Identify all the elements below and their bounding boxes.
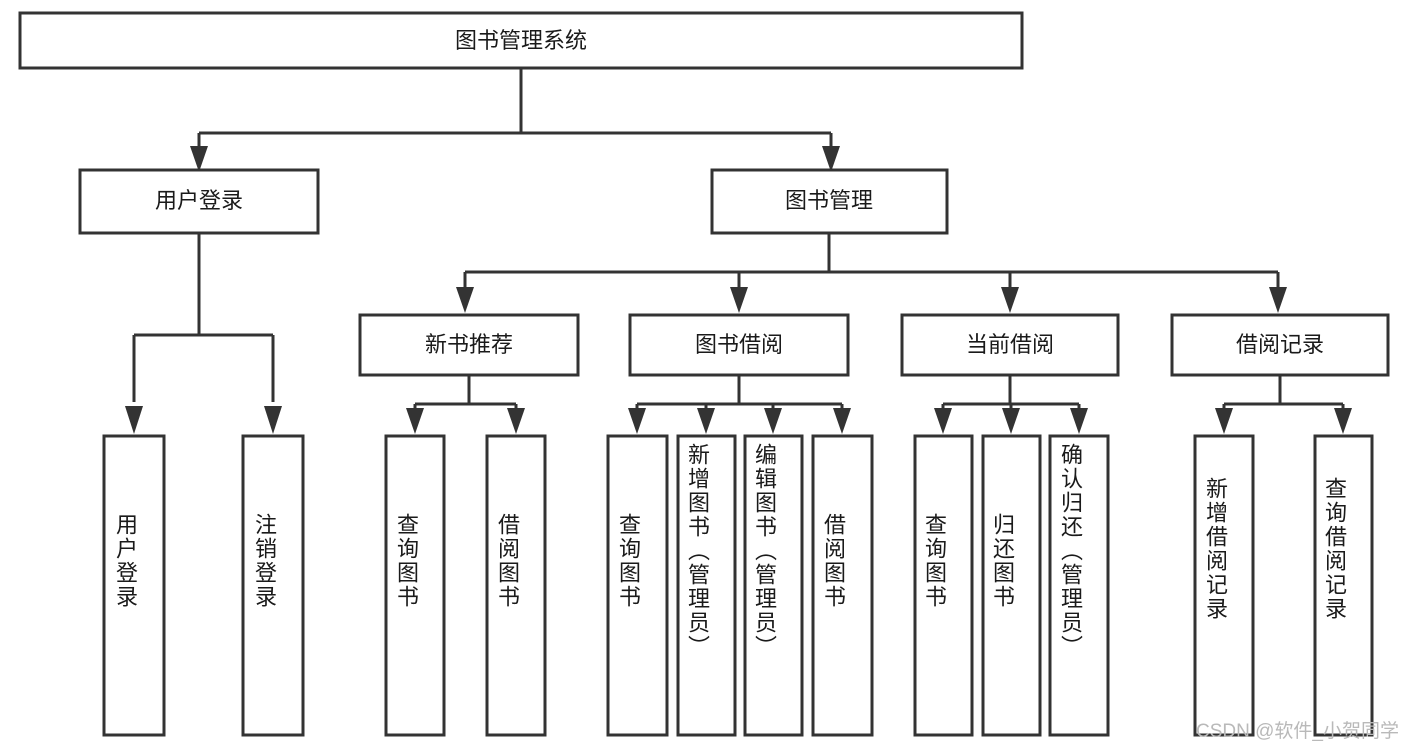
- node-user-login-label: 用户登录: [155, 188, 243, 213]
- node-leaf-borrow-book-rec[interactable]: 借阅图书: [485, 434, 547, 737]
- node-leaf-user-login[interactable]: 用户登录: [102, 434, 166, 737]
- arrow-to-current-borrow: [1001, 287, 1019, 313]
- arrow-to-leaf-edit-book-admin: [764, 408, 782, 434]
- node-new-book-rec-label: 新书推荐: [425, 332, 513, 357]
- connector-layer: [125, 68, 1352, 434]
- node-leaf-add-book-admin-label: 新增图书（管理员）: [685, 443, 710, 659]
- edge-borrowrecord-bus: [1222, 375, 1345, 412]
- node-leaf-user-logout[interactable]: 注销登录: [241, 434, 305, 737]
- arrow-to-leaf-return-book: [1002, 408, 1020, 434]
- node-leaf-query-book-borrow-label: 查询图书: [616, 513, 641, 609]
- node-leaf-add-borrow-record[interactable]: 新增借阅记录: [1193, 434, 1255, 737]
- node-leaf-query-book-rec[interactable]: 查询图书: [384, 434, 446, 737]
- node-leaf-user-logout-label: 注销登录: [252, 513, 277, 609]
- node-borrow-record-box[interactable]: [1170, 313, 1390, 377]
- node-leaf-user-logout-box[interactable]: [241, 434, 305, 737]
- node-new-book-rec-box[interactable]: [358, 313, 580, 377]
- arrow-root-to-user-login: [190, 146, 208, 172]
- node-leaf-query-book-current[interactable]: 查询图书: [913, 434, 974, 737]
- node-leaf-query-borrow-record-label: 查询借阅记录: [1322, 477, 1347, 621]
- arrow-to-leaf-confirm-return-admin: [1070, 408, 1088, 434]
- node-book-manage-box[interactable]: [710, 168, 949, 235]
- node-leaf-query-borrow-record-box[interactable]: [1313, 434, 1374, 737]
- node-leaf-query-book-rec-label: 查询图书: [394, 513, 419, 609]
- node-leaf-borrow-book-rec-label: 借阅图书: [495, 513, 520, 609]
- arrow-to-leaf-user-login: [125, 406, 143, 434]
- node-borrow-record-label: 借阅记录: [1236, 332, 1324, 357]
- edge-root-bus: [197, 68, 833, 160]
- edge-userlogin-bus: [132, 233, 275, 402]
- node-user-login[interactable]: 用户登录: [78, 168, 320, 235]
- arrow-to-leaf-query-book-current: [934, 408, 952, 434]
- node-leaf-add-book-admin-box[interactable]: [676, 434, 737, 737]
- node-leaf-query-borrow-record[interactable]: 查询借阅记录: [1313, 434, 1374, 737]
- node-leaf-user-login-label: 用户登录: [113, 513, 138, 609]
- node-book-borrow[interactable]: 图书借阅: [628, 313, 850, 377]
- node-current-borrow-box[interactable]: [900, 313, 1120, 377]
- node-leaf-add-borrow-record-label: 新增借阅记录: [1203, 477, 1228, 621]
- arrow-to-book-borrow: [730, 287, 748, 313]
- arrow-to-leaf-add-borrow-record: [1215, 408, 1233, 434]
- node-leaf-query-book-current-label: 查询图书: [922, 513, 947, 609]
- edge-currentborrow-bus: [941, 375, 1081, 412]
- node-leaf-edit-book-admin-box[interactable]: [743, 434, 804, 737]
- node-current-borrow[interactable]: 当前借阅: [900, 313, 1120, 377]
- node-leaf-confirm-return-admin-label: 确认归还（管理员）: [1058, 443, 1083, 659]
- arrow-to-leaf-borrow-book: [833, 408, 851, 434]
- node-borrow-record[interactable]: 借阅记录: [1170, 313, 1390, 377]
- node-leaf-query-book-borrow-box[interactable]: [606, 434, 669, 737]
- arrow-to-leaf-borrow-book-rec: [507, 408, 525, 434]
- node-leaf-confirm-return-admin-box[interactable]: [1048, 434, 1110, 737]
- node-leaf-return-book-box[interactable]: [981, 434, 1042, 737]
- csdn-watermark: CSDN @软件_小贺同学: [1196, 721, 1399, 742]
- node-leaf-borrow-book[interactable]: 借阅图书: [811, 434, 874, 737]
- node-leaf-borrow-book-rec-box[interactable]: [485, 434, 547, 737]
- node-book-manage-label: 图书管理: [785, 188, 873, 213]
- arrow-to-leaf-user-logout: [264, 406, 282, 434]
- node-book-manage[interactable]: 图书管理: [710, 168, 949, 235]
- node-root-box[interactable]: [18, 11, 1024, 70]
- node-book-borrow-box[interactable]: [628, 313, 850, 377]
- node-leaf-edit-book-admin[interactable]: 编辑图书（管理员）: [743, 434, 804, 737]
- node-root[interactable]: 图书管理系统: [18, 11, 1024, 70]
- node-leaf-query-book-rec-box[interactable]: [384, 434, 446, 737]
- node-leaf-add-borrow-record-box[interactable]: [1193, 434, 1255, 737]
- edge-newbookrec-bus: [413, 375, 518, 412]
- node-leaf-add-book-admin[interactable]: 新增图书（管理员）: [676, 434, 737, 737]
- node-current-borrow-label: 当前借阅: [966, 332, 1054, 357]
- arrow-to-leaf-query-book-rec: [406, 408, 424, 434]
- edge-bookborrow-bus: [635, 375, 844, 412]
- node-book-borrow-label: 图书借阅: [695, 332, 783, 357]
- arrow-to-leaf-query-book-borrow: [628, 408, 646, 434]
- arrow-to-leaf-add-book-admin: [697, 408, 715, 434]
- arrow-root-to-book-manage: [822, 146, 840, 172]
- node-leaf-user-login-box[interactable]: [102, 434, 166, 737]
- arrow-to-leaf-query-borrow-record: [1334, 408, 1352, 434]
- node-leaf-borrow-book-box[interactable]: [811, 434, 874, 737]
- node-user-login-box[interactable]: [78, 168, 320, 235]
- node-leaf-borrow-book-label: 借阅图书: [821, 513, 846, 609]
- node-leaf-query-book-current-box[interactable]: [913, 434, 974, 737]
- node-new-book-rec[interactable]: 新书推荐: [358, 313, 580, 377]
- edge-bookmanage-bus: [463, 233, 1280, 300]
- node-leaf-query-book-borrow[interactable]: 查询图书: [606, 434, 669, 737]
- node-leaf-return-book-label: 归还图书: [990, 513, 1015, 609]
- arrow-to-new-book-rec: [456, 287, 474, 313]
- node-leaf-edit-book-admin-label: 编辑图书（管理员）: [752, 443, 777, 659]
- node-leaf-confirm-return-admin[interactable]: 确认归还（管理员）: [1048, 434, 1110, 737]
- node-root-label: 图书管理系统: [455, 28, 587, 53]
- arrow-to-borrow-record: [1269, 287, 1287, 313]
- node-leaf-return-book[interactable]: 归还图书: [981, 434, 1042, 737]
